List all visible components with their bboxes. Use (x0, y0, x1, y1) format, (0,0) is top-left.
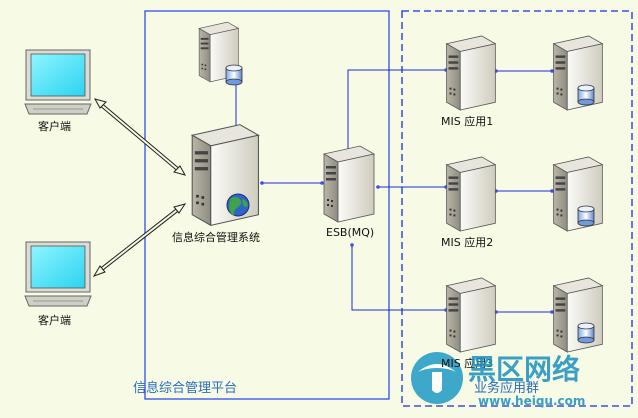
business-group-box (401, 10, 633, 407)
globe-icon (226, 193, 250, 217)
watermark-text: 黑区网络 (468, 353, 581, 386)
business-group-label: 业务应用群 (474, 381, 540, 396)
esb-server-icon (323, 145, 375, 223)
esb-label: ESB(MQ) (326, 226, 375, 239)
client-label: 客户端 (38, 314, 71, 327)
mis-app-label: MIS 应用3 (441, 357, 494, 370)
platform-system-label: 信息综合管理系统 (172, 231, 260, 244)
link-esb-mis3 (351, 245, 446, 311)
client-monitor-icon (24, 49, 92, 115)
link-esb-mis1 (347, 69, 446, 150)
client-arrow-bottom (92, 203, 187, 277)
client-label: 客户端 (38, 120, 71, 133)
mis-app-label: MIS 应用2 (441, 236, 494, 249)
watermark-logo-icon (411, 352, 463, 404)
database-icon (577, 322, 595, 344)
connectors (235, 45, 552, 313)
platform-group-label: 信息综合管理平台 (133, 381, 238, 396)
mis-app-server-icon (446, 35, 496, 111)
mis-app-label: MIS 应用1 (441, 115, 494, 128)
watermark-url: www.heiqu.com (478, 394, 586, 408)
mis-app-server-icon (446, 156, 496, 232)
platform-server-icon (191, 123, 260, 227)
platform-group-box (144, 10, 390, 400)
database-icon (225, 64, 243, 86)
client-monitor-icon (24, 241, 92, 307)
database-icon (577, 84, 595, 106)
client-arrow-top (93, 98, 187, 176)
database-icon (577, 205, 595, 227)
mis-app-server-icon (446, 277, 496, 353)
